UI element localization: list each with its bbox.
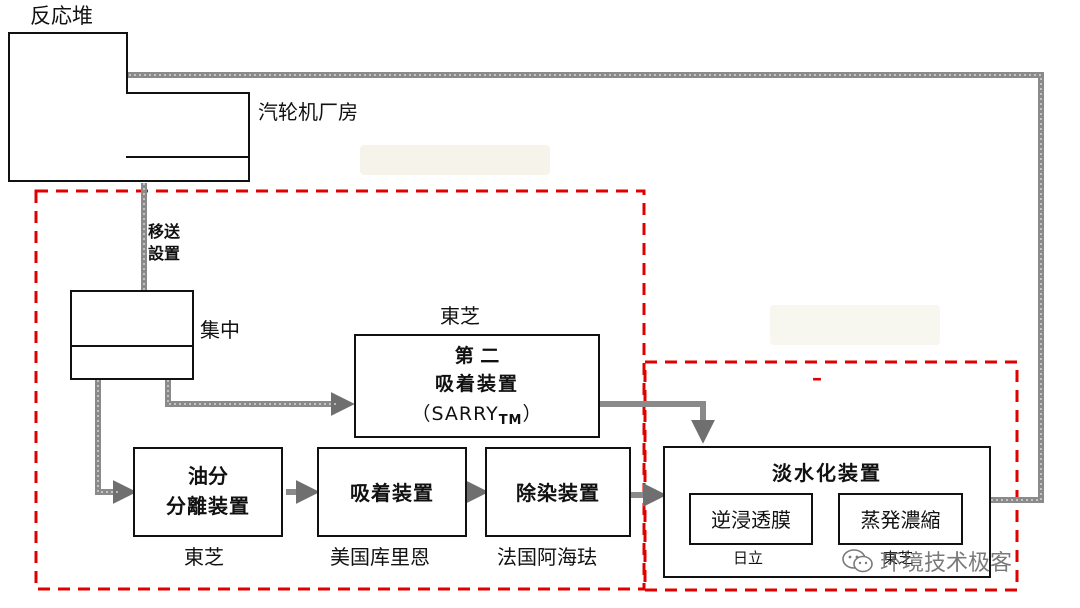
reactor-label: 反応堆 <box>30 4 93 28</box>
oil-separator-line1: 油分 <box>188 464 228 488</box>
sarry-unit: 第 二 吸着装置 （SARRYTM） <box>354 334 600 438</box>
arrow-concentration-to-sarry <box>165 380 355 416</box>
sarry-line1: 第 二 <box>454 345 500 367</box>
turbine-label: 汽轮机厂房 <box>258 100 358 124</box>
sarry-vendor: 東芝 <box>440 304 480 328</box>
concentration-label: 集中 <box>200 318 240 342</box>
evaporative-concentration-unit: 蒸発濃縮 <box>838 493 963 545</box>
adsorption-unit: 吸着装置 <box>317 447 467 537</box>
transfer-label-line2: 設置 <box>148 244 181 263</box>
concentration-tank <box>70 290 194 380</box>
arrow-sarry-to-desalination <box>600 401 715 444</box>
sarry-line2: 吸着装置 <box>434 373 519 395</box>
oil-separator-line2: 分離装置 <box>166 494 250 518</box>
sarry-close-paren: ） <box>522 403 543 425</box>
reactor-building <box>8 32 128 182</box>
sarry-line3: （SARRYTM） <box>356 402 598 430</box>
evaporative-concentration-label: 蒸発濃縮 <box>860 508 941 532</box>
decontamination-label: 除染装置 <box>516 481 600 505</box>
concentration-water-surface <box>70 345 194 347</box>
arrow-concentration-to-oil-separator <box>95 380 137 504</box>
turbine-building <box>126 92 250 182</box>
decontamination-unit: 除染装置 <box>485 447 631 537</box>
sarry-trademark: TM <box>498 413 523 428</box>
desalination-title: 淡水化装置 <box>772 461 882 485</box>
wechat-watermark: 环境技术极客 <box>842 546 1012 576</box>
reverse-osmosis-label: 逆浸透膜 <box>711 508 791 532</box>
reverse-osmosis-vendor: 日立 <box>733 549 764 567</box>
transfer-label-line1: 移送 <box>148 222 181 241</box>
scan-smudge <box>360 145 550 175</box>
wechat-icon <box>842 549 873 573</box>
evaporative-concentration-vendor: 東芝 <box>883 549 914 567</box>
turbine-water-surface <box>126 156 250 158</box>
reverse-osmosis-unit: 逆浸透膜 <box>689 493 813 545</box>
sarry-name: （SARRY <box>411 403 499 425</box>
oil-separator-vendor: 東芝 <box>184 545 224 569</box>
decontamination-vendor: 法国阿海珐 <box>497 545 597 569</box>
scan-smudge <box>770 305 940 345</box>
desalination-dash: – <box>812 366 822 390</box>
adsorption-label: 吸着装置 <box>350 481 434 505</box>
oil-separator-unit: 油分 分離装置 <box>133 447 283 537</box>
desalination-region <box>643 360 1019 592</box>
adsorption-vendor: 美国库里恩 <box>330 545 430 569</box>
watermark-text: 环境技术极客 <box>880 551 1013 576</box>
